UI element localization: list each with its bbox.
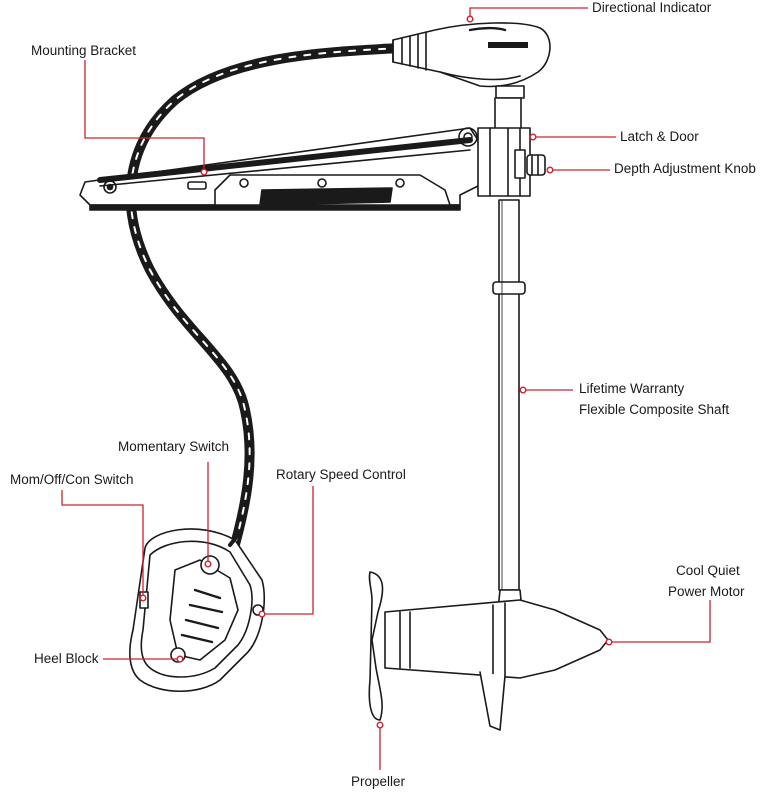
leader-motor	[609, 600, 711, 643]
label-mounting-bracket: Mounting Bracket	[31, 43, 137, 58]
label-propeller: Propeller	[351, 774, 406, 789]
label-heel-block: Heel Block	[34, 651, 99, 666]
shaft-collar	[477, 127, 546, 197]
leader-mounting-bracket	[84, 60, 205, 172]
bracket-logo	[259, 187, 393, 206]
motor-head	[392, 22, 551, 99]
callout-dots	[139, 15, 613, 729]
label-rotary-speed-control: Rotary Speed Control	[276, 467, 406, 482]
leader-rotary-speed-control	[262, 486, 314, 615]
label-directional-indicator: Directional Indicator	[592, 0, 712, 15]
label-depth-adjustment-knob: Depth Adjustment Knob	[614, 161, 756, 176]
label-shaft-line1: Lifetime Warranty	[579, 381, 685, 396]
label-shaft-line2: Flexible Composite Shaft	[579, 402, 730, 417]
leader-directional-indicator	[469, 7, 588, 19]
label-momentary-switch: Momentary Switch	[118, 439, 230, 454]
head-logo-mark	[488, 42, 528, 48]
label-mom-off-con-switch: Mom/Off/Con Switch	[10, 472, 134, 487]
composite-shaft	[492, 97, 526, 591]
mounting-bracket-body	[79, 127, 481, 211]
callout-leaders	[61, 7, 711, 770]
control-cable	[125, 43, 405, 560]
leader-mom-off-con-switch	[61, 490, 144, 598]
label-latch-door: Latch & Door	[620, 129, 699, 144]
label-motor-line2: Power Motor	[668, 584, 745, 599]
label-motor-line1: Cool Quiet	[676, 563, 740, 578]
foot-pedal	[129, 528, 265, 693]
lower-unit	[368, 571, 609, 731]
